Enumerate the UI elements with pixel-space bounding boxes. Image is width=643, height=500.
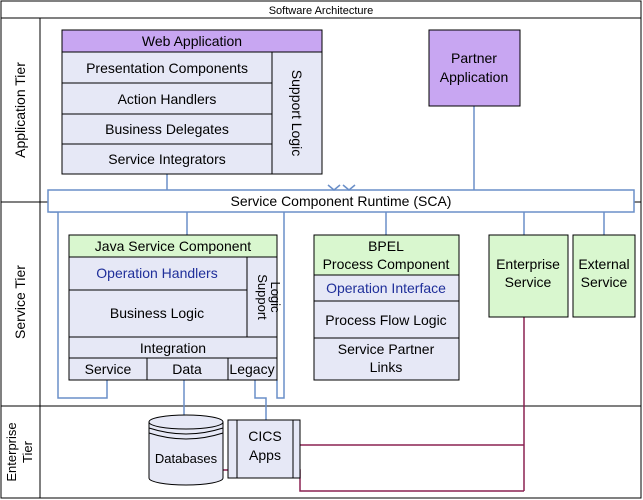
bpel-header — [313, 234, 460, 276]
enterprise-service-line1: Enterprise — [496, 256, 560, 272]
enterprise-service: Enterprise Service — [488, 234, 569, 318]
db-top — [148, 414, 224, 430]
enterprise-service-box — [488, 234, 569, 318]
partner-app-line1: Partner — [451, 50, 497, 66]
web-app-support-logic: Support Logic — [289, 70, 305, 156]
enterprise-tier-label-line2: Tier — [20, 440, 35, 463]
cics-line2: Apps — [249, 447, 281, 463]
enterprise-service-line2: Service — [505, 274, 552, 290]
bpel-title-line1: BPEL — [368, 238, 404, 254]
action-handlers: Action Handlers — [118, 91, 217, 107]
external-service-line1: External — [578, 256, 629, 272]
integration-data: Data — [172, 361, 202, 377]
sca-bus: Service Component Runtime (SCA) — [47, 184, 635, 213]
web-app-title: Web Application — [142, 33, 242, 49]
java-support-line1: Support — [255, 274, 270, 320]
external-service: External Service — [572, 234, 636, 318]
integration-legacy: Legacy — [229, 361, 274, 377]
application-tier-label: Application Tier — [12, 62, 28, 158]
service-integrators: Service Integrators — [108, 151, 226, 167]
web-application: Web Application Presentation Components … — [61, 29, 323, 175]
service-partner-line2: Links — [370, 359, 403, 375]
service-tier-label: Service Tier — [12, 265, 28, 339]
java-right-loop-line — [276, 212, 285, 399]
partner-application: Partner Application — [428, 29, 521, 107]
partner-app-box — [428, 29, 521, 107]
enterprise-tier-label-line1: Enterprise — [4, 422, 19, 481]
databases: Databases — [148, 414, 224, 486]
cics-inner — [236, 419, 294, 479]
operation-handlers: Operation Handlers — [96, 265, 217, 281]
external-service-box — [572, 234, 636, 318]
java-service-component: Java Service Component Operation Handler… — [68, 234, 283, 381]
bpel-body — [313, 274, 460, 381]
process-flow-logic: Process Flow Logic — [325, 312, 446, 328]
integration-service: Service — [85, 361, 132, 377]
integration: Integration — [140, 340, 206, 356]
operation-interface: Operation Interface — [326, 280, 446, 296]
presentation-components: Presentation Components — [86, 60, 248, 76]
sca-bus-arrows — [327, 184, 356, 191]
bpel-title-line2: Process Component — [323, 256, 450, 272]
business-logic: Business Logic — [110, 305, 204, 321]
external-service-line2: Service — [581, 274, 628, 290]
java-support-line2: Logic — [268, 281, 283, 313]
java-component-title: Java Service Component — [95, 238, 252, 254]
diagram-title: Software Architecture — [269, 5, 374, 17]
service-partner-line1: Service Partner — [338, 341, 435, 357]
legacy-to-cics-line — [254, 380, 267, 420]
sca-bus-bar — [47, 189, 635, 213]
business-delegates: Business Delegates — [105, 121, 229, 137]
cics-line1: CICS — [248, 428, 281, 444]
sca-bus-label: Service Component Runtime (SCA) — [231, 193, 452, 209]
web-app-body — [61, 51, 323, 175]
cics-apps: CICS Apps — [227, 419, 301, 479]
databases-label: Databases — [155, 451, 218, 466]
java-component-body — [68, 256, 278, 381]
partner-app-line2: Application — [440, 69, 509, 85]
service-connectors — [50, 106, 605, 420]
bpel-process-component: BPEL Process Component Operation Interfa… — [313, 234, 460, 381]
